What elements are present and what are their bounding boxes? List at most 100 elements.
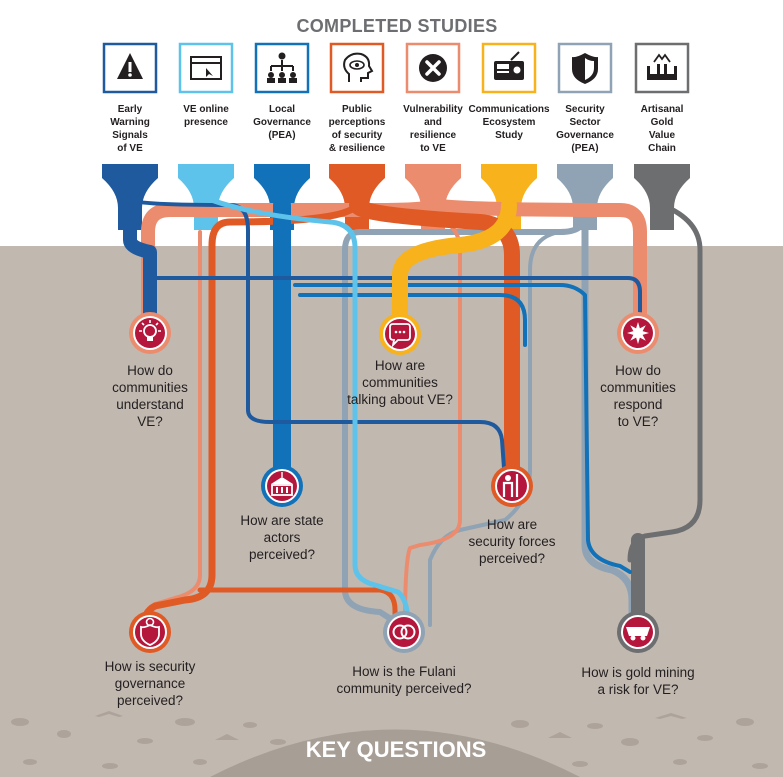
flow-line <box>403 213 462 627</box>
question-label-line: communities <box>112 380 188 395</box>
question-label-line: How is security <box>105 659 196 674</box>
study-funnel <box>405 164 461 230</box>
study-label-line: Local <box>269 104 295 115</box>
question-node <box>267 471 297 501</box>
study-label-line: Governance <box>556 130 614 141</box>
question-label-line: How are <box>375 358 425 373</box>
question-label-line: How is gold mining <box>581 665 694 680</box>
warning-icon <box>117 53 143 79</box>
flow-line <box>148 276 642 332</box>
question-label: How are state actors perceived? <box>240 513 323 562</box>
question-label-line: perceived? <box>479 551 545 566</box>
question-label-line: actors <box>264 530 301 545</box>
question-label-line: perceived? <box>249 547 315 562</box>
burst-icon <box>627 322 649 344</box>
flow-line <box>342 212 588 631</box>
question-label-line: How are state <box>240 513 323 528</box>
head-eye-icon <box>343 52 374 82</box>
question-label-line: governance <box>115 676 186 691</box>
question-label-line: a risk for VE? <box>597 682 678 697</box>
x-circle-icon <box>419 54 447 82</box>
question-gold-mining: How is gold mining a risk for VE? <box>581 611 695 697</box>
flow-line <box>392 197 517 333</box>
mine-cart-icon <box>626 627 650 641</box>
question-security-governance: How is security governance perceived? <box>105 611 196 708</box>
study-label-line: and <box>424 117 442 128</box>
key-questions-dome <box>210 729 580 777</box>
flow-line <box>426 198 647 337</box>
question-node <box>135 617 165 647</box>
study-label-line: of VE <box>117 143 143 154</box>
gold-mine-icon <box>647 53 677 80</box>
question-label-line: perceived? <box>117 693 183 708</box>
key-questions-title: KEY QUESTIONS <box>306 737 487 762</box>
browser-icon <box>190 56 222 80</box>
study-label-line: (PEA) <box>571 143 598 154</box>
study-label-line: perceptions <box>329 117 386 128</box>
study-label-line: Public <box>342 104 372 115</box>
study-label-line: Value <box>649 130 676 141</box>
study-label-line: Gold <box>651 117 674 128</box>
lightbulb-icon <box>139 320 161 341</box>
study-label-line: Communications <box>468 104 550 115</box>
question-security-forces: How are security forces perceived? <box>468 465 556 566</box>
study-tile <box>481 42 537 94</box>
question-label-line: communities <box>600 380 676 395</box>
flow-line <box>128 198 507 484</box>
study-label-line: VE online <box>183 104 229 115</box>
government-building-icon <box>271 472 293 496</box>
study-label-line: to VE <box>420 143 446 154</box>
study-label: VE online presence <box>183 104 229 128</box>
question-label-line: How do <box>127 363 173 378</box>
study-funnel <box>102 164 158 230</box>
question-label-line: talking about VE? <box>347 392 453 407</box>
study-tile <box>634 42 690 94</box>
study-label-line: Study <box>495 130 523 141</box>
page-title: COMPLETED STUDIES <box>296 16 497 36</box>
study-label-line: Ecosystem <box>483 117 536 128</box>
study-label-line: Vulnerability <box>403 104 463 115</box>
flow-line <box>298 293 527 347</box>
question-label: How are communities talking about VE? <box>347 358 453 407</box>
question-label-line: How are <box>487 517 537 532</box>
savanna-pattern <box>11 711 768 769</box>
question-fulani-community: How is the Fulani community perceived? <box>336 611 472 696</box>
question-label-line: understand <box>116 397 184 412</box>
flow-line <box>293 283 632 574</box>
question-node <box>135 318 165 348</box>
flow-line <box>197 587 398 628</box>
study-label-line: Artisanal <box>641 104 684 115</box>
flow-line <box>349 197 520 488</box>
question-label-line: security forces <box>468 534 555 549</box>
study-label-line: Governance <box>253 117 311 128</box>
study-label-line: presence <box>184 117 228 128</box>
study-funnel <box>634 164 690 230</box>
shield-icon <box>572 53 598 84</box>
question-label-line: How is the Fulani <box>352 664 456 679</box>
question-label-line: to VE? <box>618 414 659 429</box>
study-tile <box>329 42 385 94</box>
study-label-line: Warning <box>110 117 150 128</box>
question-label-line: communities <box>362 375 438 390</box>
radio-icon <box>494 51 524 80</box>
study-label-line: Security <box>565 104 605 115</box>
question-label: How are security forces perceived? <box>468 517 555 566</box>
question-label-line: community perceived? <box>336 681 471 696</box>
question-label: How is security governance perceived? <box>105 659 196 708</box>
speech-bubble-icon <box>389 323 411 348</box>
